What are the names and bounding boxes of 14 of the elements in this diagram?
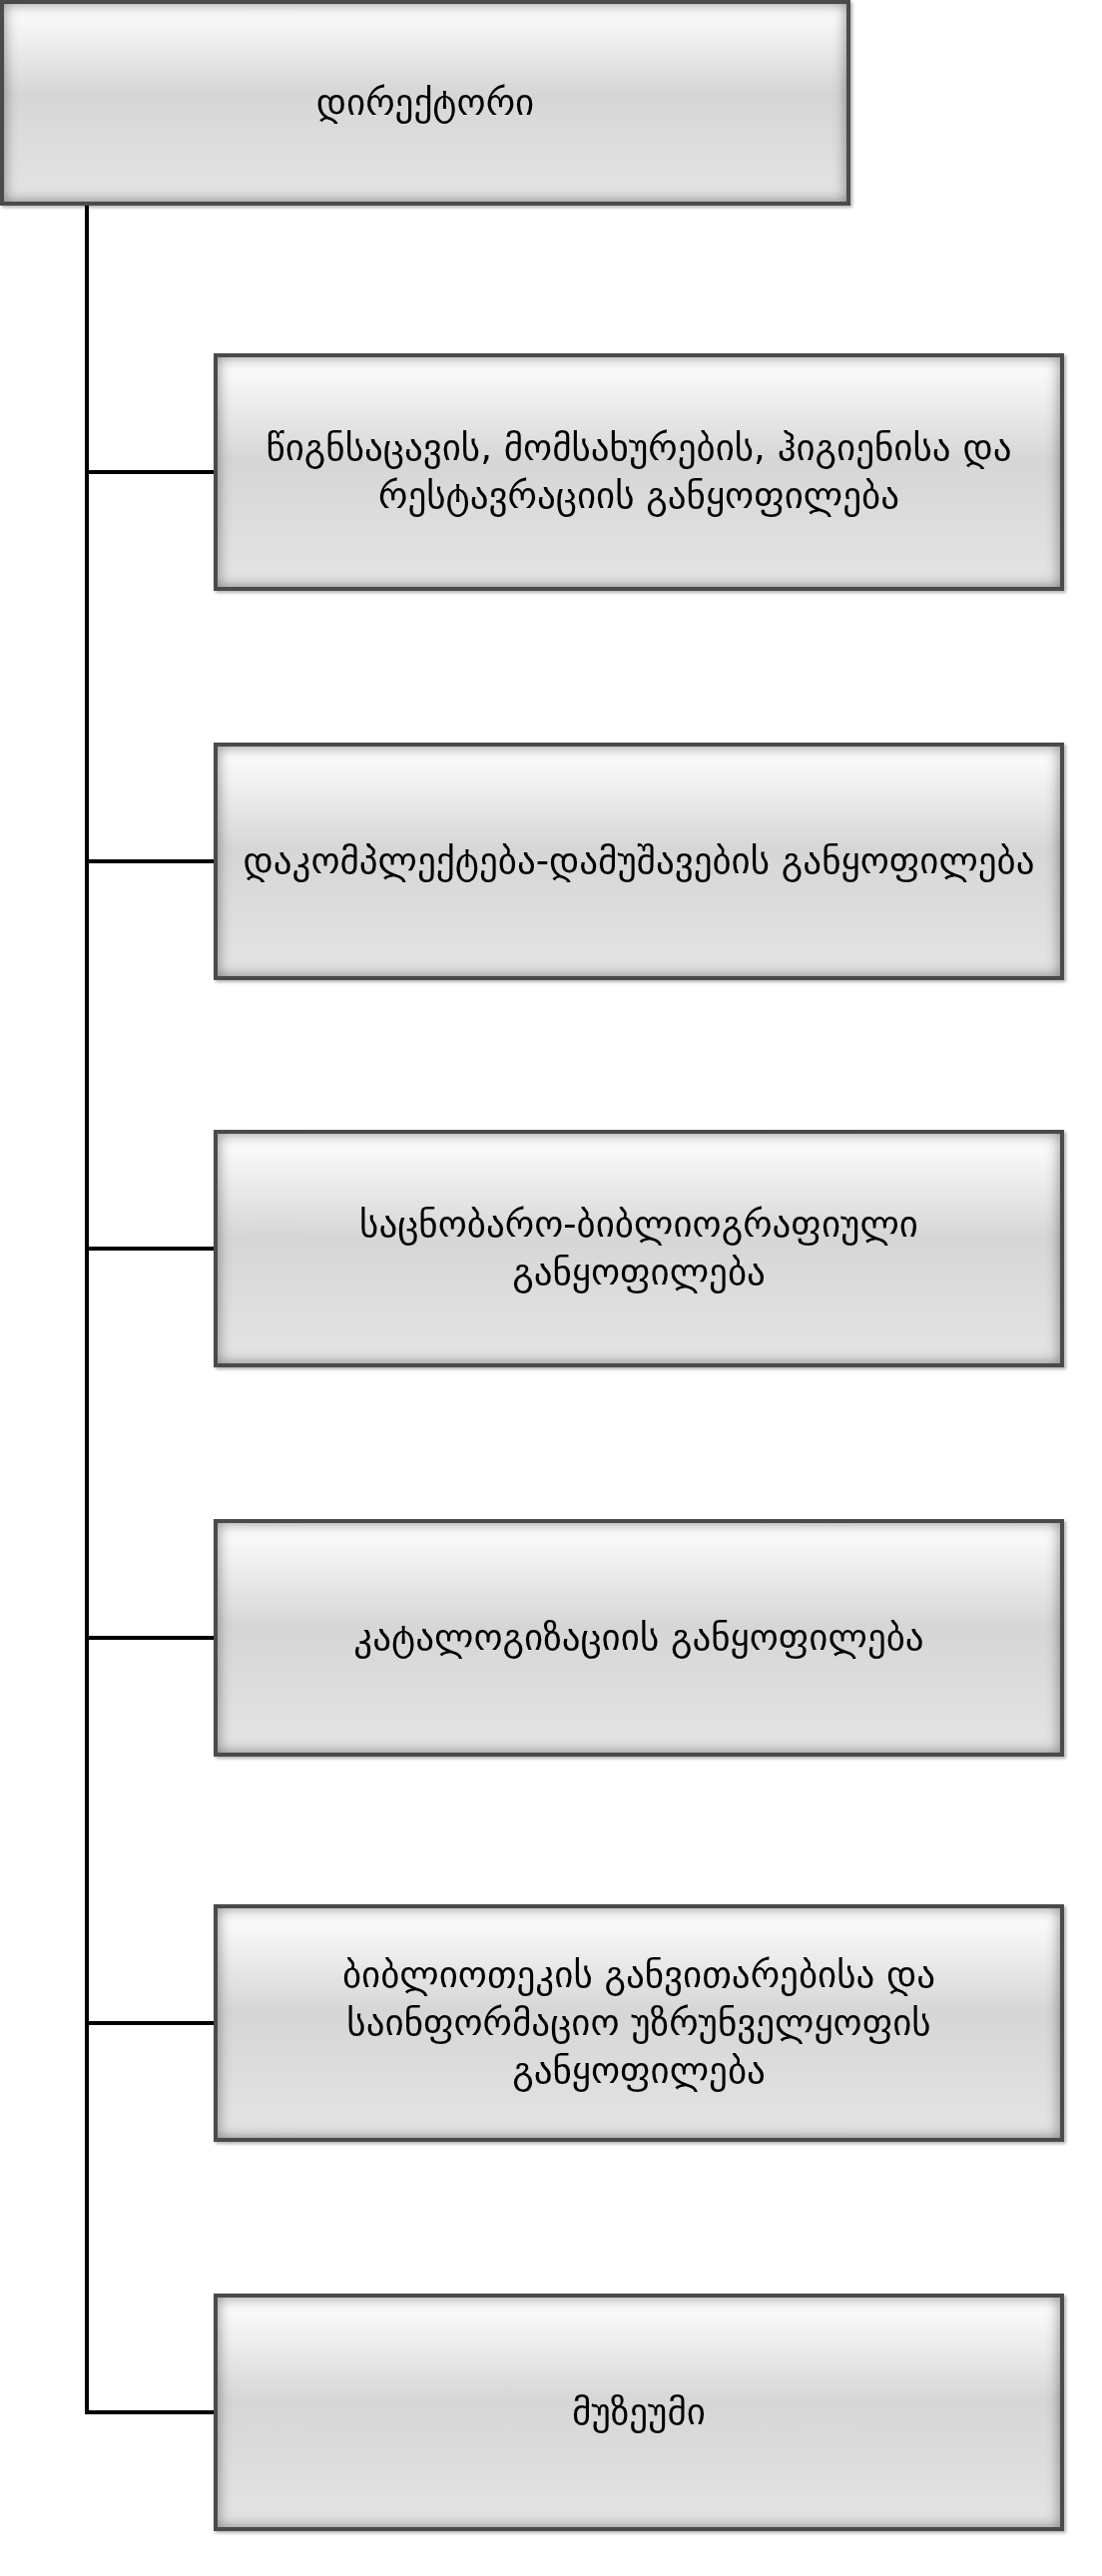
department-box bbox=[214, 743, 1064, 980]
department-label: წიგნსაცავის, მომსახურების, ჰიგიენისა და რესტავრაციის განყოფილება bbox=[265, 424, 1013, 519]
director-box bbox=[0, 0, 850, 206]
department-label: საცნობარო-ბიბლიოგრაფიული განყოფილება bbox=[358, 1201, 919, 1295]
department-label: დაკომპლექტება-დამუშავების განყოფილება bbox=[243, 837, 1035, 884]
department-label: მუზეუმი bbox=[572, 2388, 706, 2435]
department-box bbox=[214, 1519, 1064, 1757]
department-box bbox=[214, 353, 1064, 591]
department-label: ბიბლიოთეკის განვითარებისა და საინფორმაციო უზრუნველყოფის განყოფილება bbox=[340, 1951, 937, 2095]
director-label: დირექტორი bbox=[315, 79, 535, 126]
department-label: კატალოგიზაციის განყოფილება bbox=[353, 1614, 924, 1661]
department-box bbox=[214, 1130, 1064, 1367]
department-box bbox=[214, 2294, 1064, 2531]
department-box bbox=[214, 1904, 1064, 2142]
